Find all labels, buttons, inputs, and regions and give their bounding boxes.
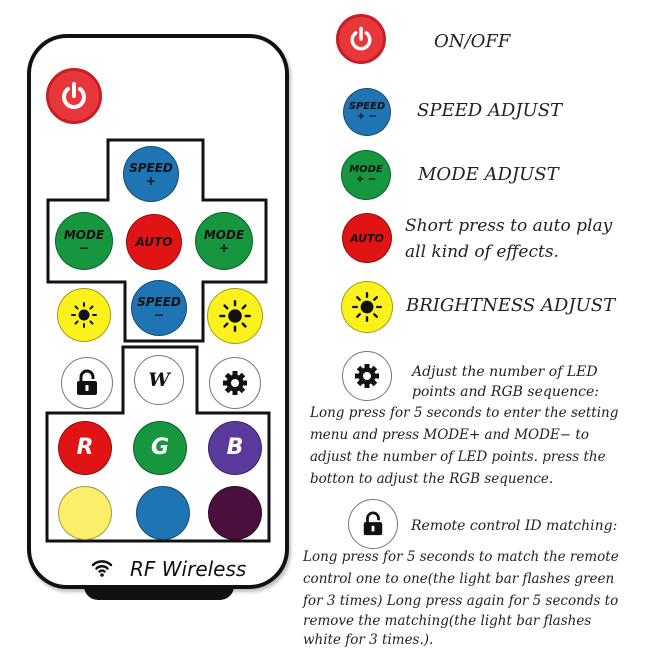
brightness-up-button[interactable] <box>207 288 263 344</box>
red-button[interactable]: R <box>58 421 112 475</box>
settings-title-line2: points and RGB sequence: <box>412 384 599 400</box>
g-label: G <box>150 435 170 460</box>
blue-button[interactable]: B <box>208 421 262 475</box>
mode-up-button[interactable]: MODE + <box>195 212 253 270</box>
lock-icon <box>77 369 97 395</box>
color-blue-button[interactable] <box>136 486 190 540</box>
b-label: B <box>226 435 244 460</box>
speed-down-button[interactable]: SPEED − <box>131 280 187 336</box>
w-button[interactable]: W <box>134 355 184 405</box>
gear-icon <box>223 371 247 395</box>
legend-power-icon <box>336 14 386 64</box>
speed-up-button[interactable]: SPEED + <box>123 146 179 202</box>
legend-speed-text: SPEED <box>348 101 386 112</box>
r-label: R <box>76 435 94 460</box>
speed-adjust-label: SPEED ADJUST <box>417 100 563 121</box>
w-label: W <box>148 368 170 391</box>
speed-down-sign: − <box>153 307 165 322</box>
speed-up-sign: + <box>145 173 157 188</box>
speed-down-label: SPEED <box>137 294 181 309</box>
mode-down-button[interactable]: MODE − <box>55 212 113 270</box>
green-button[interactable]: G <box>133 421 187 475</box>
lock-desc-line1: Long press for 5 seconds to match the re… <box>303 549 619 565</box>
brightness-adjust-label: BRIGHTNESS ADJUST <box>406 295 616 316</box>
power-button[interactable] <box>46 68 102 124</box>
color-purple-button[interactable] <box>208 486 262 540</box>
lock-desc-line4: remove the matching(the light bar flashe… <box>303 613 592 629</box>
lock-desc-line3: for 3 times) Long press again for 5 seco… <box>303 593 619 609</box>
legend-auto-icon: AUTO <box>342 213 392 263</box>
auto-desc-line1: Short press to auto play <box>405 216 613 236</box>
color-yellow-button[interactable] <box>58 486 112 540</box>
rf-wireless-label: RF Wireless <box>130 557 247 581</box>
settings-desc-line3: adjust the number of LED points. press t… <box>310 449 606 465</box>
settings-desc-line4: botton to adjust the RGB sequence. <box>310 471 554 487</box>
legend-speed-icon: SPEED + − <box>343 88 391 136</box>
legend-mode-sign: + − <box>355 174 377 185</box>
settings-title-line1: Adjust the number of LED <box>412 364 598 380</box>
lock-desc-line5: white for 3 times.). <box>303 632 434 648</box>
legend-mode-text: MODE <box>349 164 383 175</box>
lock-button[interactable] <box>61 357 113 409</box>
settings-desc-line2: menu and press MODE+ and MODE− to <box>310 427 589 443</box>
mode-down-label: MODE <box>63 227 105 242</box>
legend-mode-icon: MODE + − <box>341 150 391 200</box>
legend-brightness-icon <box>341 281 393 333</box>
mode-down-sign: − <box>78 240 90 255</box>
mode-up-sign: + <box>218 240 230 255</box>
settings-desc-line1: Long press for 5 seconds to enter the se… <box>310 405 619 421</box>
remote-bottom-edge <box>84 586 234 600</box>
legend-speed-sign: + − <box>356 111 378 122</box>
power-icon <box>62 82 86 109</box>
brightness-down-button[interactable] <box>57 288 111 342</box>
speed-up-label: SPEED <box>129 160 173 175</box>
legend-lock-icon <box>348 499 398 549</box>
sun-icon <box>219 300 251 332</box>
mode-adjust-label: MODE ADJUST <box>418 164 559 185</box>
auto-label: AUTO <box>135 235 173 249</box>
auto-button[interactable]: AUTO <box>126 214 182 270</box>
lock-title: Remote control ID matching: <box>411 518 618 534</box>
legend-auto-text: AUTO <box>350 231 384 245</box>
wifi-icon <box>91 560 113 577</box>
sun-icon <box>351 291 383 323</box>
onoff-label: ON/OFF <box>434 31 511 52</box>
legend-gear-icon <box>342 351 392 401</box>
auto-desc-line2: all kind of effects. <box>405 242 559 262</box>
sun-icon <box>71 302 97 328</box>
power-icon <box>350 26 372 51</box>
lock-icon <box>363 511 383 536</box>
settings-button[interactable] <box>209 357 261 409</box>
lock-desc-line2: control one to one(the light bar flashes… <box>303 571 615 587</box>
lower-frame <box>45 345 271 543</box>
gear-icon <box>355 364 379 388</box>
mode-up-label: MODE <box>203 227 245 242</box>
dpad-frame <box>46 138 268 343</box>
